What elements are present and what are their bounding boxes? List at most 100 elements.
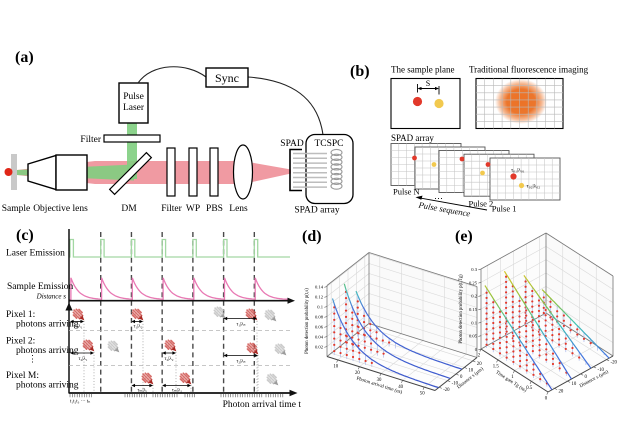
- sample-dot: [518, 359, 522, 363]
- sample-dot: [512, 340, 515, 343]
- laser-emission-trace: [69, 238, 290, 258]
- sample-dot: [545, 353, 548, 356]
- sample-dot: [518, 344, 522, 347]
- sample-dot: [333, 324, 336, 328]
- separation-arrowhead-left: [417, 86, 422, 91]
- sample-dot: [498, 347, 502, 350]
- comet-tail: [246, 309, 256, 319]
- tcspc-box: [305, 133, 354, 205]
- objective-cone: [27, 154, 57, 191]
- sample-dot: [549, 300, 552, 303]
- sample-dot: [498, 352, 502, 355]
- z-axis-label: Photon detection probability p(t,s): [305, 288, 310, 354]
- sample-dot: [485, 333, 488, 336]
- sample-dot: [531, 334, 534, 337]
- sample-dot: [351, 349, 355, 352]
- comet-tail: [85, 339, 94, 348]
- sample-dot: [532, 363, 535, 366]
- series-s--21: [331, 298, 439, 389]
- comet-tail: [134, 308, 143, 317]
- comet-tail: [274, 349, 280, 355]
- measure-arrowhead: [70, 351, 74, 355]
- pulse-laser-label-1: Pulse: [123, 92, 144, 102]
- ytick-label: -20: [611, 361, 618, 366]
- measure-arrowhead: [139, 319, 143, 324]
- sample-plane-box: [390, 77, 461, 130]
- comet-head: [170, 345, 177, 352]
- ytick: [593, 366, 597, 369]
- ztick: [478, 322, 482, 324]
- comet-head: [272, 379, 279, 386]
- comet-tail: [280, 343, 286, 349]
- comet-tail: [269, 373, 278, 382]
- ytick: [606, 359, 610, 362]
- sample-dot: [551, 334, 554, 337]
- panel-e-3d-plot-time-gate: (e)00.050.10.150.20.250.321.510.5020100-…: [455, 228, 617, 402]
- photon-comet: [82, 339, 95, 352]
- measure-label: τ₂|λ₂: [165, 357, 174, 362]
- pixel-2-label: Pixel 2:: [6, 337, 35, 347]
- comet-tail: [267, 374, 277, 384]
- ztick-label: 0.25: [469, 280, 478, 285]
- laser-emission-label: Laser Emission: [6, 249, 65, 259]
- pulse-1-label: Pulse 1: [492, 204, 517, 214]
- sample-dot: [344, 315, 348, 318]
- sample-dot: [339, 326, 342, 330]
- photon-dot-red: [459, 156, 465, 162]
- sample-dot: [544, 324, 547, 327]
- distance-axis-label: Distance s: [36, 293, 67, 301]
- sample-dot: [531, 344, 534, 348]
- sample-dot: [381, 339, 384, 342]
- measure-arrowhead: [70, 319, 74, 324]
- comet-tail: [107, 346, 113, 352]
- sample-dot: [505, 325, 508, 328]
- comet-tail: [72, 311, 81, 320]
- sample-dot: [363, 340, 366, 343]
- objective-body: [55, 154, 88, 191]
- sample-dot: [370, 361, 373, 365]
- sample-dot: [382, 352, 385, 355]
- ztick-label: 0.08: [315, 315, 324, 320]
- dichroic-mirror: [108, 151, 153, 196]
- comet-tail: [82, 345, 88, 351]
- xtick: [479, 348, 482, 352]
- edge-top-left: [480, 232, 547, 270]
- comet-tail: [141, 375, 150, 384]
- sample-dot: [504, 291, 508, 294]
- sample-dot: [504, 306, 508, 310]
- photon-comet: [141, 372, 154, 385]
- sample-dot: [485, 291, 488, 294]
- sample-dot: [356, 306, 359, 309]
- sample-dot: [376, 350, 379, 353]
- ztick-label: 0.14: [315, 285, 324, 290]
- sample-dot: [569, 329, 572, 332]
- photon-time-arrowhead: [289, 389, 298, 397]
- panel-c-label: (c): [16, 227, 34, 244]
- photon-comet: [213, 306, 226, 319]
- ytick: [447, 380, 451, 383]
- comet-tail: [78, 308, 84, 314]
- sample-dot: [505, 340, 508, 344]
- sample-dot: [532, 368, 535, 371]
- series-line: [343, 283, 451, 379]
- sample-dot: [537, 320, 541, 323]
- focus-lens: [232, 144, 254, 200]
- sample-dot: [531, 329, 534, 332]
- sample-dot: [542, 306, 545, 309]
- photons-arriving-label: photons arriving: [16, 320, 79, 330]
- comet-head: [137, 314, 144, 321]
- sample-dot: [485, 343, 488, 346]
- sample-dot: [518, 315, 521, 318]
- xtick-label: 10: [333, 364, 338, 369]
- sample-dot: [505, 346, 508, 349]
- pulse-n-label: Pulse N: [393, 187, 420, 197]
- sample-dot: [339, 351, 342, 355]
- panel-a-label: (a): [15, 49, 34, 66]
- ztick: [478, 268, 482, 271]
- measure-arrowhead: [223, 316, 228, 321]
- sample-dot: [557, 333, 561, 336]
- sample-dot: [518, 305, 521, 308]
- sample-dot: [531, 300, 534, 303]
- comet-tail: [182, 372, 191, 381]
- ztick: [478, 308, 482, 311]
